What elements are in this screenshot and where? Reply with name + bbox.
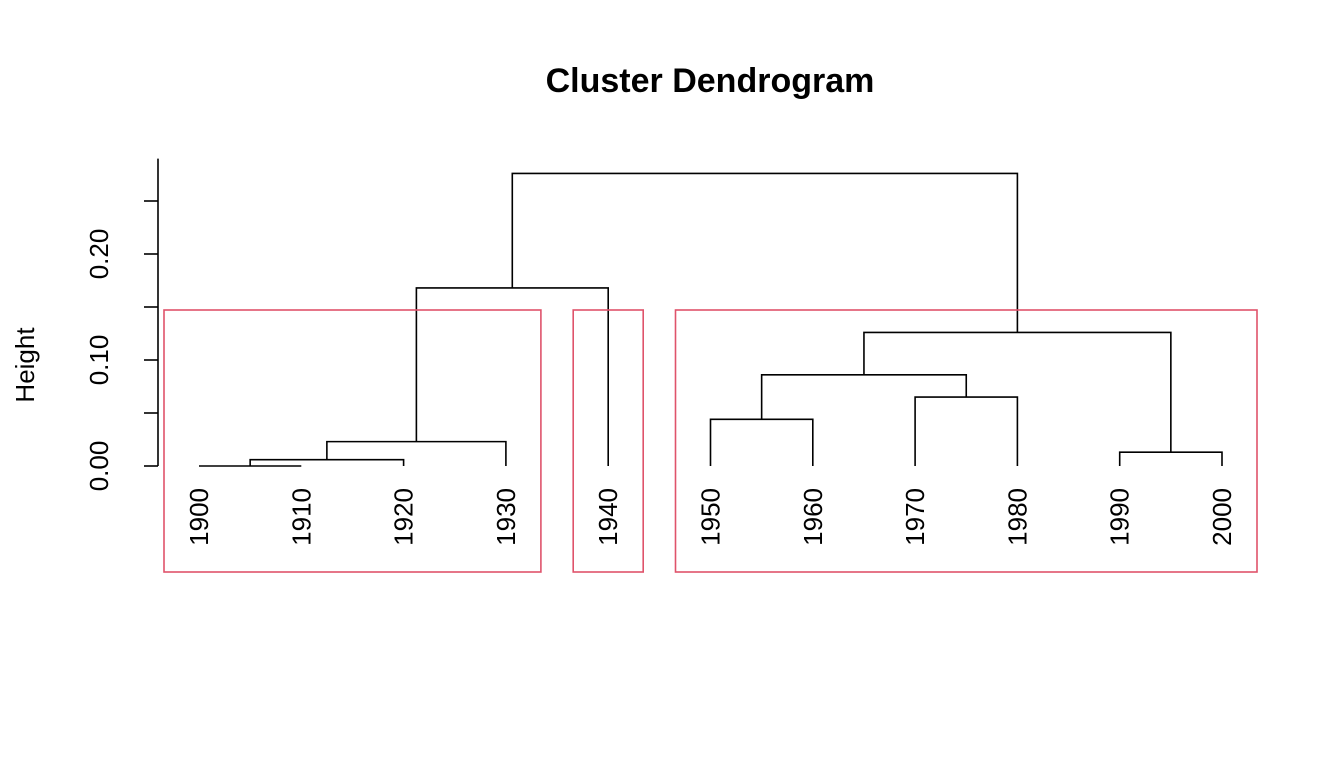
y-tick-label: 0.10: [84, 335, 114, 386]
leaf-label: 1910: [286, 488, 316, 546]
leaf-label: 1940: [593, 488, 623, 546]
merge-link: [1118, 451, 1223, 466]
leaf-label: 2000: [1207, 488, 1237, 546]
leaf-label: 1950: [696, 488, 726, 546]
leaf-label: 1930: [491, 488, 521, 546]
leaf-labels: 1900 1910 1920 1930 1940 1950 1960 1970 1980 1990…: [184, 488, 1237, 546]
cluster-rectangle: [572, 309, 645, 573]
y-axis-label: Height: [10, 327, 40, 403]
merge-link: [914, 396, 1019, 466]
dendrogram-tree: [199, 172, 1223, 467]
cluster-rectangle: [163, 309, 542, 573]
leaf-label: 1990: [1105, 488, 1135, 546]
cluster-rectangle: [674, 309, 1258, 573]
merge-link: [249, 458, 405, 466]
merge-link: [326, 440, 507, 466]
merge-link: [709, 418, 814, 466]
y-tick-label: 0.20: [84, 229, 114, 280]
cluster-rectangles: [163, 309, 1258, 573]
merge-link: [511, 172, 1019, 333]
merge-link: [415, 287, 609, 466]
y-tick-label: 0.00: [84, 441, 114, 492]
chart-title: Cluster Dendrogram: [546, 62, 875, 100]
leaf-label: 1960: [798, 488, 828, 546]
leaf-label: 1970: [900, 488, 930, 546]
leaf-label: 1920: [389, 488, 419, 546]
leaf-label: 1900: [184, 488, 214, 546]
y-axis: 0.00 0.10 0.20: [84, 158, 159, 492]
leaf-label: 1980: [1002, 488, 1032, 546]
